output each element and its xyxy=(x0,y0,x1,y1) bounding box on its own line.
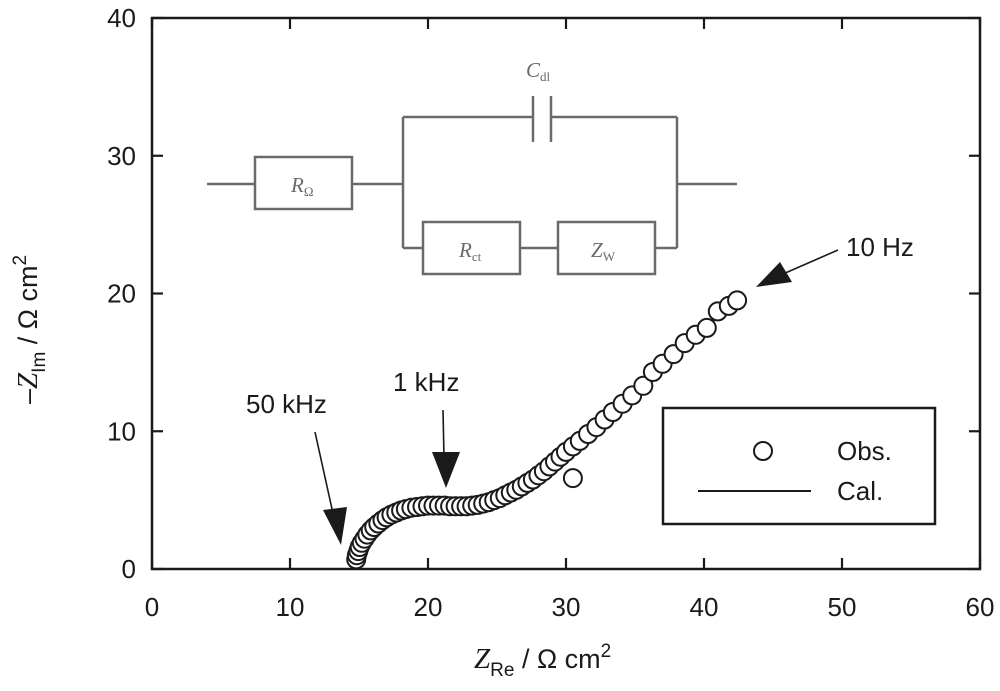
warburg-z-w xyxy=(556,220,657,276)
annotation-10hz-arrowhead xyxy=(756,262,792,287)
annotation-50khz-arrowhead xyxy=(323,507,347,545)
y-tick-label-20: 20 xyxy=(107,279,136,309)
x-tick-label-30: 30 xyxy=(552,592,581,622)
annotation-1khz-text: 1 kHz xyxy=(393,367,459,397)
y-axis-title: –ZIm / Ω cm2 xyxy=(10,255,50,404)
x-tick-label-40: 40 xyxy=(690,592,719,622)
legend-label-obs: Obs. xyxy=(837,436,892,466)
label-r-ohm: RΩ xyxy=(290,173,314,199)
label-z-w: ZW xyxy=(591,238,616,264)
annotation-10hz-arrow-line xyxy=(782,249,839,275)
equivalent-circuit-diagram xyxy=(207,96,737,276)
x-tick-label-60: 60 xyxy=(966,592,995,622)
annotation-10hz: 10 Hz xyxy=(756,232,914,287)
y-tick-label-0: 0 xyxy=(122,554,136,584)
annotation-1khz: 1 kHz xyxy=(393,367,460,488)
x-tick-label-50: 50 xyxy=(828,592,857,622)
legend-box xyxy=(661,406,937,526)
annotation-1khz-arrow-line xyxy=(442,409,445,459)
y-tick-label-30: 30 xyxy=(107,141,136,171)
annotation-50khz-arrow-line xyxy=(314,431,335,519)
x-tick-label-0: 0 xyxy=(145,592,159,622)
x-tick-label-10: 10 xyxy=(276,592,305,622)
y-tick-label-10: 10 xyxy=(107,416,136,446)
annotation-50khz: 50 kHz xyxy=(246,389,347,545)
legend-label-cal: Cal. xyxy=(837,476,883,506)
obs-point-53 xyxy=(633,375,654,396)
label-c-dl: Cdl xyxy=(526,58,551,84)
annotation-1khz-arrowhead xyxy=(432,452,460,488)
y-tick-label-40: 40 xyxy=(107,3,136,33)
obs-point-59 xyxy=(696,317,717,338)
annotation-50khz-text: 50 kHz xyxy=(246,389,327,419)
label-r-ct: Rct xyxy=(458,238,482,264)
x-tick-label-20: 20 xyxy=(414,592,443,622)
obs-point-63 xyxy=(562,468,583,489)
annotation-10hz-text: 10 Hz xyxy=(846,232,914,262)
series-obs-points xyxy=(346,290,748,570)
obs-point-62 xyxy=(727,290,748,311)
legend: Obs. Cal. xyxy=(661,406,937,526)
legend-marker-obs xyxy=(753,441,773,461)
x-axis-title: ZRe / Ω cm2 xyxy=(474,641,611,681)
axis-ticks: 0 10 20 30 40 50 60 0 10 20 30 40 xyxy=(107,3,994,622)
